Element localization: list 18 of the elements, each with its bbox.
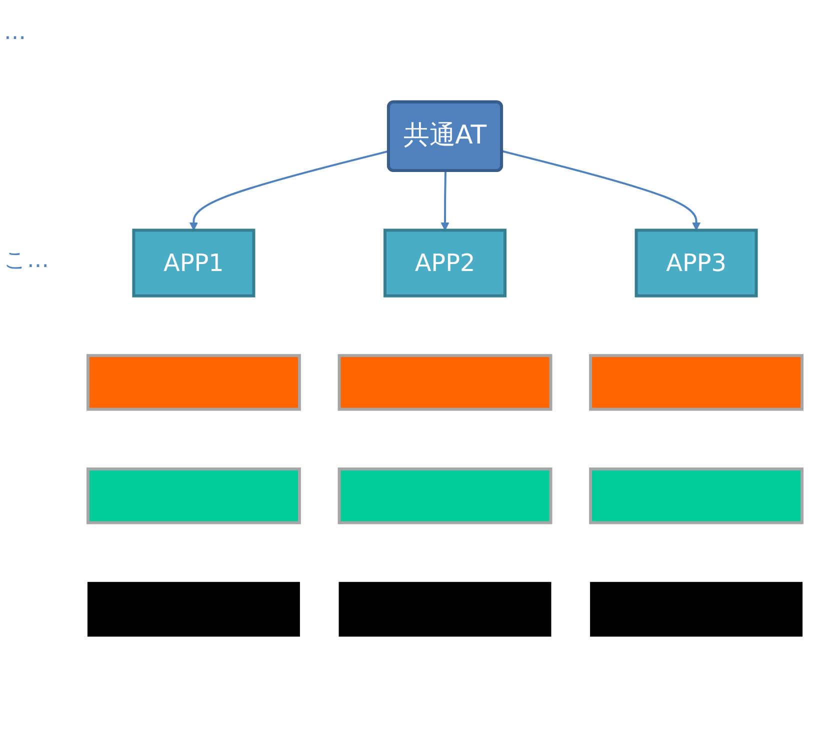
node-box <box>590 582 803 637</box>
node-box <box>634 228 758 298</box>
note-text: こ… <box>4 247 50 275</box>
node-box <box>338 354 552 411</box>
arrow <box>502 150 701 231</box>
node-box <box>338 582 552 637</box>
arrow <box>189 150 390 231</box>
node-box <box>87 582 300 637</box>
diagram-drawing: 共通AT APP1 APP2 APP3 <box>80 4 810 734</box>
node-box <box>338 468 552 524</box>
node-box <box>589 468 804 524</box>
node-box <box>589 354 804 411</box>
node-box <box>86 468 301 524</box>
node-box <box>384 228 506 298</box>
note-text: … <box>4 20 27 45</box>
node-box <box>132 228 256 298</box>
node-box <box>86 354 301 411</box>
arrow <box>440 171 450 231</box>
